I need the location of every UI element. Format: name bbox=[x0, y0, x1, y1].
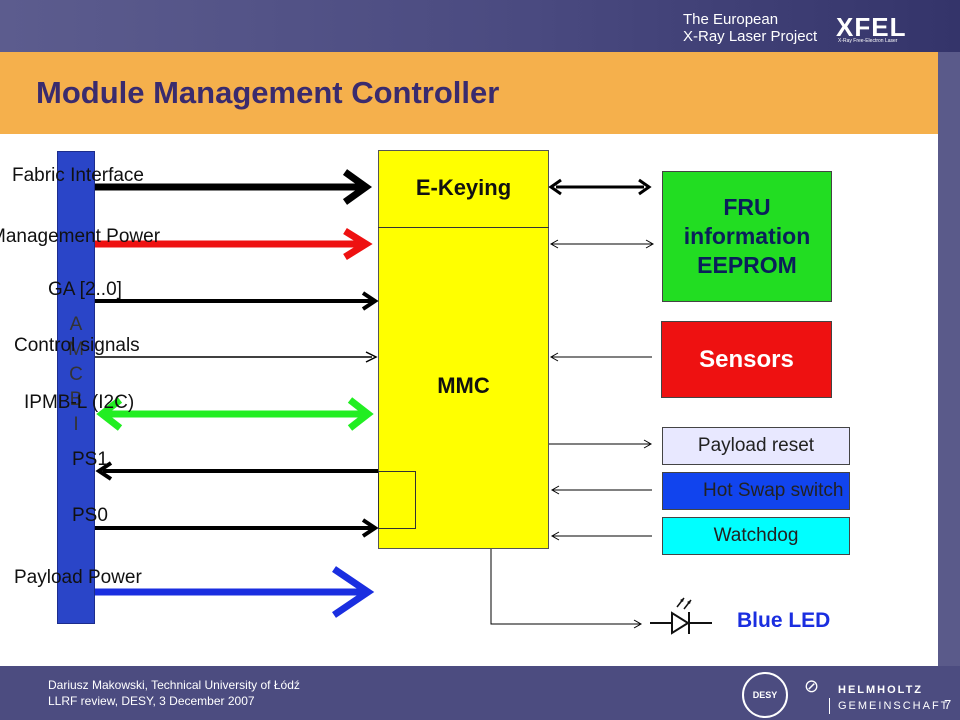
watchdog-block: Watchdog bbox=[662, 517, 850, 555]
power-control-box bbox=[378, 471, 416, 529]
payload-reset-block: Payload reset bbox=[662, 427, 850, 465]
ga-arrow bbox=[95, 291, 379, 311]
footer-bar bbox=[0, 666, 960, 720]
footer-author: Dariusz Makowski, Technical University o… bbox=[48, 678, 300, 692]
helmholtz-logo-mark: ⊘ bbox=[804, 676, 820, 696]
led-diode-icon bbox=[650, 597, 712, 635]
payload-power-label: Payload Power bbox=[14, 567, 142, 588]
helmholtz-logo-line1: HELMHOLTZ bbox=[838, 684, 924, 696]
control-signals-arrow bbox=[95, 351, 378, 363]
payload-reset-label: Payload reset bbox=[697, 435, 815, 456]
fabric-interface-label: Fabric Interface bbox=[12, 165, 144, 186]
amc-bus-letter: I bbox=[73, 414, 79, 435]
sensors-mmc-arrow bbox=[549, 352, 652, 362]
ipmb-label: IPMB-L (I2C) bbox=[24, 392, 135, 413]
fabric-interface-arrow bbox=[95, 169, 373, 205]
amc-bus-letter: M bbox=[68, 339, 84, 360]
ps1-label: PS1 bbox=[72, 449, 108, 470]
mmc-fru-arrow bbox=[549, 239, 655, 249]
payload-reset-arrow bbox=[549, 439, 653, 449]
page-number: 7 bbox=[944, 697, 952, 712]
sensors-block: Sensors bbox=[661, 321, 832, 398]
desy-logo: DESY bbox=[742, 672, 788, 718]
sensors-label: Sensors bbox=[699, 345, 794, 373]
helmholtz-logo-line2: GEMEINSCHAFT bbox=[838, 700, 950, 712]
fru-eeprom-label: FRU information EEPROM bbox=[684, 193, 811, 280]
xfel-logo-subtitle: X-Ray Free-Electron Laser bbox=[838, 38, 898, 44]
management-power-arrow bbox=[95, 228, 373, 260]
management-power-label: Management Power bbox=[0, 226, 161, 247]
hot-swap-block: Hot Swap switch bbox=[662, 472, 850, 510]
amc-bus-letter: A bbox=[69, 314, 83, 335]
ekeying-divider bbox=[378, 227, 549, 228]
fru-eeprom-block: FRU information EEPROM bbox=[662, 171, 832, 302]
ps1-arrow bbox=[95, 461, 378, 481]
header-bar bbox=[0, 0, 960, 52]
ps0-arrow bbox=[95, 518, 379, 538]
mmc-label: MMC bbox=[437, 373, 490, 398]
led-box bbox=[644, 585, 717, 658]
ekeying-fru-arrow bbox=[548, 178, 652, 196]
ps0-label: PS0 bbox=[72, 505, 108, 526]
payload-power-arrow bbox=[95, 566, 375, 618]
hot-swap-arrow bbox=[550, 485, 652, 495]
blue-led-label: Blue LED bbox=[737, 609, 831, 632]
brand-line-2: X-Ray Laser Project bbox=[683, 28, 818, 45]
control-signals-label: Control signals bbox=[14, 335, 140, 356]
watchdog-arrow bbox=[550, 531, 652, 541]
ekeying-label: E-Keying bbox=[415, 175, 512, 200]
ga-label: GA [2..0] bbox=[48, 279, 122, 300]
footer-event: LLRF review, DESY, 3 December 2007 bbox=[48, 694, 255, 708]
blue-led-connector bbox=[490, 549, 643, 629]
xfel-logo: XFEL bbox=[836, 12, 907, 42]
helmholtz-logo-divider bbox=[829, 698, 830, 714]
ipmb-arrow bbox=[96, 397, 374, 431]
fru-label-line: information bbox=[683, 223, 811, 249]
amc-bus-letter: C bbox=[69, 364, 83, 385]
brand-line-1: The European bbox=[683, 11, 779, 28]
hot-swap-label: Hot Swap switch bbox=[703, 480, 844, 501]
amc-bus-bar bbox=[57, 151, 95, 624]
fru-label-line: FRU bbox=[723, 194, 771, 220]
title-band bbox=[0, 52, 938, 134]
page-title: Module Management Controller bbox=[36, 75, 500, 110]
right-strip bbox=[938, 52, 960, 720]
watchdog-label: Watchdog bbox=[713, 525, 799, 546]
amc-bus-label: A M C B I bbox=[66, 312, 86, 437]
amc-bus-letter: B bbox=[69, 389, 83, 410]
fru-label-line: EEPROM bbox=[697, 252, 797, 278]
